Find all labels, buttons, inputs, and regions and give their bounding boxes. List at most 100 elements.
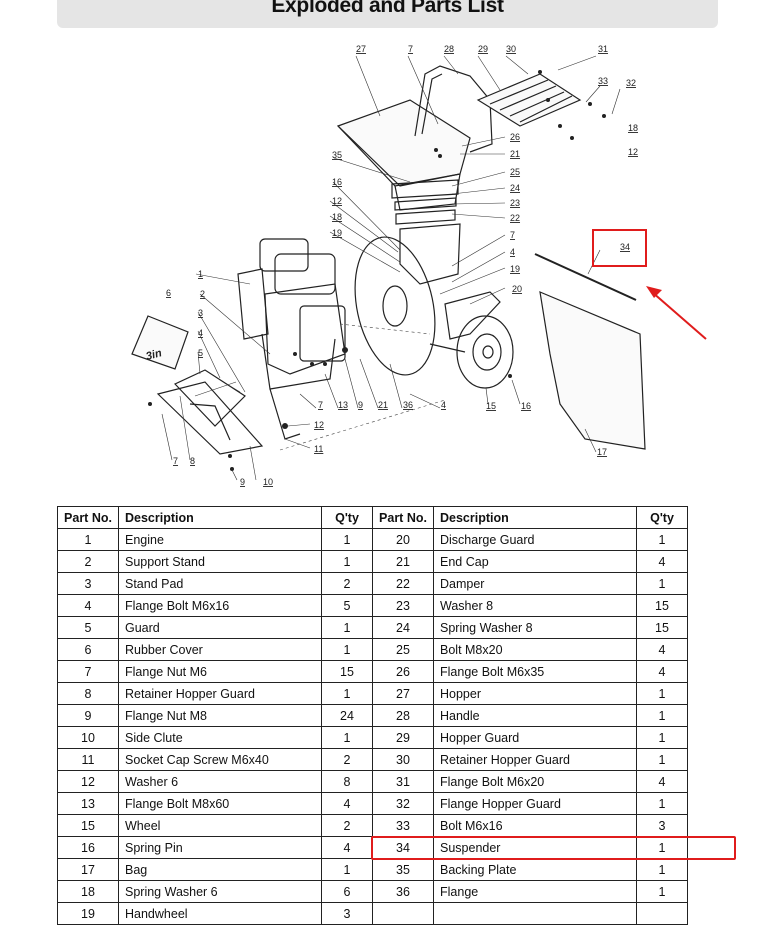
qty-cell: 1 [321,858,373,881]
qty-cell: 1 [321,550,373,573]
qty-cell: 2 [321,572,373,595]
handle-drawing [414,65,493,153]
callout-label-20: 20 [512,284,522,294]
table-header-row: Part No. Description Q'ty Part No. Descr… [57,506,688,529]
qty-cell: 2 [321,748,373,771]
description-cell [433,902,637,925]
callout-label-30: 30 [506,44,516,54]
part-no-cell: 24 [372,616,434,639]
part-no-cell: 25 [372,638,434,661]
callout-label-8: 8 [190,456,195,466]
description-cell: Flange Bolt M6x20 [433,770,637,793]
description-cell: Support Stand [118,550,322,573]
callout-label-16: 16 [332,177,342,187]
callout-label-6: 6 [166,288,171,298]
description-cell: Guard [118,616,322,639]
qty-cell: 3 [321,902,373,925]
part-no-cell: 4 [57,594,119,617]
description-cell: Hopper [433,682,637,705]
part-no-cell: 11 [57,748,119,771]
highlight-arrow [651,291,707,340]
qty-cell: 5 [321,594,373,617]
part-no-cell: 30 [372,748,434,771]
part-no-cell: 33 [372,814,434,837]
part-no-cell: 9 [57,704,119,727]
description-cell: Flange Hopper Guard [433,792,637,815]
part-no-cell: 21 [372,550,434,573]
callout-label-4: 4 [198,328,203,338]
hopper-drawing [336,99,471,211]
damper-stack-drawing [391,179,459,225]
description-cell: End Cap [433,550,637,573]
header-qty: Q'ty [636,506,688,529]
callout-label-28: 28 [444,44,454,54]
callout-label-15: 15 [486,401,496,411]
qty-cell: 1 [321,616,373,639]
qty-cell: 15 [636,616,688,639]
qty-cell: 1 [636,572,688,595]
description-cell: Flange Bolt M6x35 [433,660,637,683]
qty-cell: 1 [636,880,688,903]
callout-label-7: 7 [318,400,323,410]
callout-label-2: 2 [200,289,205,299]
part-no-cell: 8 [57,682,119,705]
part-no-cell: 20 [372,528,434,551]
hopper-guard-drawing [476,73,582,127]
description-cell: Spring Washer 8 [433,616,637,639]
qty-cell: 4 [321,836,373,859]
highlight-box-34 [592,229,647,267]
qty-cell: 15 [636,594,688,617]
engine-drawing [237,238,346,375]
callout-label-26: 26 [510,132,520,142]
exploded-diagram: 3in 277282930313233181226213525242322161… [131,44,707,487]
qty-cell: 4 [636,770,688,793]
suspender-drawing [534,253,637,301]
callout-label-3: 3 [198,308,203,318]
part-no-cell: 2 [57,550,119,573]
wheel-drawing [456,315,514,389]
description-cell: Handle [433,704,637,727]
callout-label-22: 22 [510,213,520,223]
part-no-cell: 12 [57,770,119,793]
callout-label-36: 36 [403,400,413,410]
qty-cell [636,902,688,925]
description-cell: Spring Pin [118,836,322,859]
highlight-arrow-head [646,286,662,298]
qty-cell: 1 [636,748,688,771]
description-cell: Backing Plate [433,858,637,881]
description-cell: Stand Pad [118,572,322,595]
part-no-cell: 31 [372,770,434,793]
description-cell: Hopper Guard [433,726,637,749]
description-cell: Flange Nut M8 [118,704,322,727]
qty-cell: 8 [321,770,373,793]
part-no-cell: 7 [57,660,119,683]
part-no-cell: 32 [372,792,434,815]
callout-label-12: 12 [314,420,324,430]
header-qty: Q'ty [321,506,373,529]
callout-label-12: 12 [332,196,342,206]
parts-table: Part No. Description Q'ty Part No. Descr… [57,506,688,925]
qty-cell: 4 [636,660,688,683]
description-cell: Washer 8 [433,594,637,617]
callout-label-11: 11 [314,444,323,454]
flywheel-drawing [354,236,436,376]
cover-logo-text: 3in [145,347,164,363]
description-cell: Retainer Hopper Guard [118,682,322,705]
description-cell: Wheel [118,814,322,837]
qty-cell: 4 [636,550,688,573]
part-no-cell: 15 [57,814,119,837]
description-cell: Bolt M6x16 [433,814,637,837]
part-no-cell: 6 [57,638,119,661]
qty-cell: 2 [321,814,373,837]
callout-label-21: 21 [378,400,388,410]
